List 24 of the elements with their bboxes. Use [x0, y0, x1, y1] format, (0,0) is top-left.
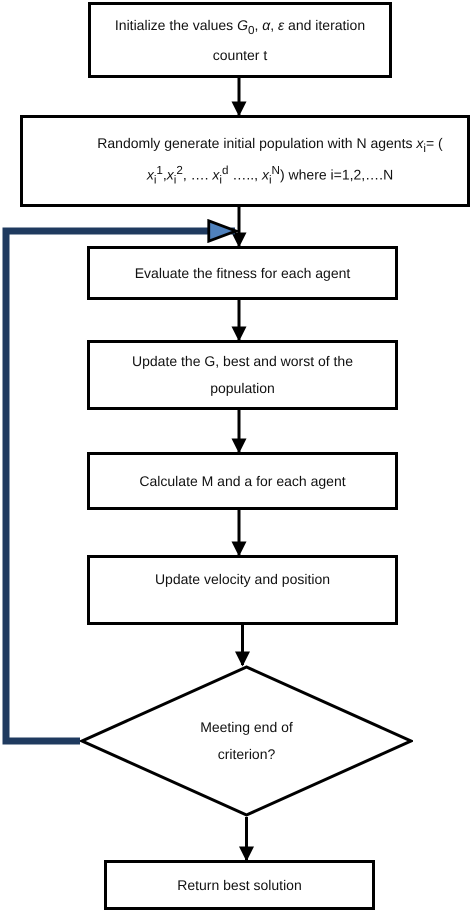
decision-diamond [80, 665, 413, 817]
arrow [232, 510, 246, 556]
arrow [232, 300, 246, 342]
step-text: Initialize the values G$_{0}$, α, ε and iteration counter t [114, 16, 366, 65]
step-text: Calculate M and a for each agent [139, 472, 346, 491]
step-text: Meeting end of criterion? [199, 718, 294, 764]
arrow [239, 817, 254, 862]
process-box [104, 860, 375, 910]
step-text: Evaluate the fitness for each agent [134, 264, 350, 283]
step-text: Update the G, best and worst of the population [130, 352, 354, 398]
arrow [232, 207, 246, 248]
arrow [232, 78, 246, 116]
arrow [232, 410, 246, 454]
step-text: Return best solution [177, 876, 302, 895]
step-text: Update velocity and position [154, 570, 330, 589]
process-box [87, 246, 398, 300]
step-text: Randomly generate initial population with N agents x$_{i}$= ( x$_{i}$$^{1}$,x$_{i}$$^{2}$, …. x$_{i}$$^{d}$ ….., x$_{i}$$^{N}$) where i=1,2,….N [96, 134, 444, 189]
process-box [20, 115, 470, 207]
arrow [235, 625, 250, 666]
process-box [87, 340, 398, 410]
process-box [87, 555, 398, 625]
process-box [87, 452, 398, 510]
arrow [2, 219, 238, 744]
process-box [88, 2, 392, 78]
